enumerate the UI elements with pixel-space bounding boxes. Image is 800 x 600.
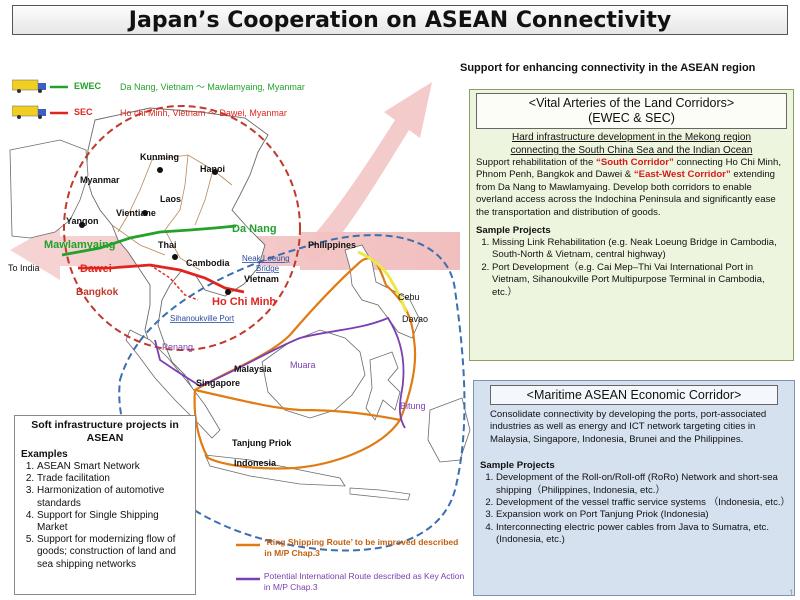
label-cebu: Cebu: [398, 292, 420, 302]
label-sihanoukville: Sihanoukville Port: [170, 314, 235, 323]
philippines-route: [357, 250, 408, 313]
legend-ewec: EWEC Da Nang, Vietnam 〜 Mawlamyaing, Mya…: [12, 78, 305, 94]
list-item: Expansion work on Port Tanjung Priok (In…: [496, 509, 788, 521]
list-item: Interconnecting electric power cables fr…: [496, 522, 788, 547]
list-item: Trade facilitation: [37, 473, 189, 485]
label-ho-chi-minh: Ho Chi Minh: [212, 296, 276, 308]
sumatra-island: [125, 329, 221, 439]
label-davao: Davao: [402, 314, 428, 324]
list-item: Missing Link Rehabilitation (e.g. Neak L…: [492, 237, 787, 262]
ring-route-link: [194, 388, 401, 422]
label-da-nang: Da Nang: [232, 223, 277, 235]
sec-branch-line: [149, 264, 199, 301]
list-item: Port Development（e.g. Cai Mep–Thi Vai In…: [492, 262, 787, 299]
label-bitung: Bitung: [400, 401, 426, 411]
myanmar-west-coast: [9, 139, 89, 239]
legend-international-route: Potential International Route described …: [236, 571, 468, 593]
lesser-sunda-islands: [349, 487, 411, 501]
legend-ewec-desc: Da Nang, Vietnam 〜 Mawlamyaing, Myanmar: [120, 81, 305, 92]
land-description: Support rehabilitation of the “South Cor…: [476, 157, 782, 218]
truck-icon: [12, 79, 68, 93]
support-heading: Support for enhancing connectivity in th…: [460, 62, 756, 74]
java-island: [204, 454, 346, 487]
list-item: Development of the Roll-on/Roll-off (RoR…: [496, 472, 788, 497]
label-yangon: Yangon: [66, 216, 99, 226]
label-to-india: To India: [8, 263, 40, 273]
label-neak-loeung: Neak Loeung: [242, 254, 290, 263]
land-sample-projects-title: Sample Projects: [476, 225, 551, 237]
list-item: Harmonization of automotive standards: [37, 485, 189, 509]
label-muara: Muara: [290, 360, 316, 370]
mekong-region-outline: [63, 105, 301, 351]
ewec-corridor-line: [61, 224, 237, 257]
truck-icon: [12, 105, 68, 119]
borneo-island: [261, 329, 366, 419]
sec-corridor-line: [78, 263, 245, 294]
land-corridor-panel: <Vital Arteries of the Land Corridors> (…: [469, 89, 794, 361]
maritime-sample-projects-title: Sample Projects: [480, 460, 555, 472]
sulawesi-island: [365, 351, 401, 421]
soft-title-line-2: ASEAN: [86, 432, 124, 444]
legend-sec: SEC Ho chi Minh, Vietnam 〜 Dawei, Myanma…: [12, 104, 287, 120]
page-title: Japan’s Cooperation on ASEAN Connectivit…: [128, 7, 672, 33]
road-network: [111, 154, 233, 271]
label-penang: Penang: [162, 342, 193, 352]
legend-international-route-text: Potential International Route described …: [263, 571, 465, 592]
purple-line-icon: [236, 577, 260, 581]
label-tanjung-priok: Tanjung Priok: [232, 438, 292, 448]
label-vientiane: Vientiane: [116, 208, 156, 218]
soft-infrastructure-panel: Soft infrastructure projects in ASEAN Ex…: [14, 415, 196, 595]
label-malaysia: Malaysia: [234, 364, 273, 374]
label-neak-loeung-bridge: Bridge: [256, 264, 280, 273]
page-number: 1: [788, 588, 794, 598]
label-cambodia: Cambodia: [186, 258, 231, 268]
maritime-description: Consolidate connectivity by developing t…: [490, 409, 767, 445]
label-indonesia: Indonesia: [234, 458, 277, 468]
legend-ewec-label: EWEC: [74, 81, 101, 91]
legend-ring-route-text: ‘Ring Shipping Route’ to be improved des…: [264, 537, 459, 558]
orange-line-icon: [236, 543, 261, 547]
legend-ring-route: ‘Ring Shipping Route’ to be improved des…: [236, 537, 468, 559]
list-item: Development of the vessel traffic servic…: [496, 497, 790, 509]
label-philippines: Philippines: [308, 240, 356, 250]
label-thai: Thai: [158, 240, 177, 250]
land-project-list: Missing Link Rehabilitation (e.g. Neak L…: [476, 237, 787, 299]
list-item: ASEAN Smart Network: [37, 461, 189, 473]
soft-title-line-1: Soft infrastructure projects in: [31, 419, 179, 431]
maritime-region-outline: [118, 234, 466, 552]
philippines-islands: [344, 244, 421, 339]
northeast-arrow: [300, 82, 432, 265]
maritime-corridor-panel: <Maritime ASEAN Economic Corridor> Conso…: [473, 380, 795, 596]
land-subtitle-1: Hard infrastructure development in the M…: [511, 132, 752, 143]
soft-examples-label: Examples: [21, 449, 68, 460]
label-myanmar: Myanmar: [80, 175, 120, 185]
label-singapore: Singapore: [196, 378, 240, 388]
legend-sec-desc: Ho chi Minh, Vietnam 〜 Dawei, Myanmar: [120, 107, 287, 118]
legend-sec-label: SEC: [74, 107, 93, 117]
maritime-project-list: Development of the Roll-on/Roll-off (RoR…: [480, 472, 790, 547]
city-markers: [79, 167, 231, 295]
land-corridor-heading: <Vital Arteries of the Land Corridors> (…: [476, 93, 787, 129]
title-banner: Japan’s Cooperation on ASEAN Connectivit…: [12, 5, 788, 35]
list-item: Support for Single Shipping Market: [37, 510, 189, 534]
ring-shipping-route: [193, 257, 417, 470]
land-subtitle-2: connecting the South China Sea and the I…: [510, 145, 753, 156]
label-kunming: Kunming: [140, 152, 179, 162]
label-dawei: Dawei: [80, 263, 112, 275]
label-bangkok: Bangkok: [76, 287, 119, 298]
land-heading-line-1: <Vital Arteries of the Land Corridors>: [528, 96, 735, 110]
label-mawlamyaing: Mawlamyaing: [44, 239, 116, 251]
list-item: Support for modernizing flow of goods; c…: [37, 534, 189, 571]
maritime-heading: <Maritime ASEAN Economic Corridor>: [490, 385, 778, 405]
label-hanoi: Hanoi: [200, 164, 225, 174]
soft-examples-list: ASEAN Smart Network Trade facilitation H…: [21, 461, 189, 571]
land-heading-line-2: (EWEC & SEC): [588, 111, 675, 125]
potential-international-route: [154, 316, 406, 429]
label-vietnam: Vietnam: [244, 274, 279, 284]
label-laos: Laos: [160, 194, 181, 204]
